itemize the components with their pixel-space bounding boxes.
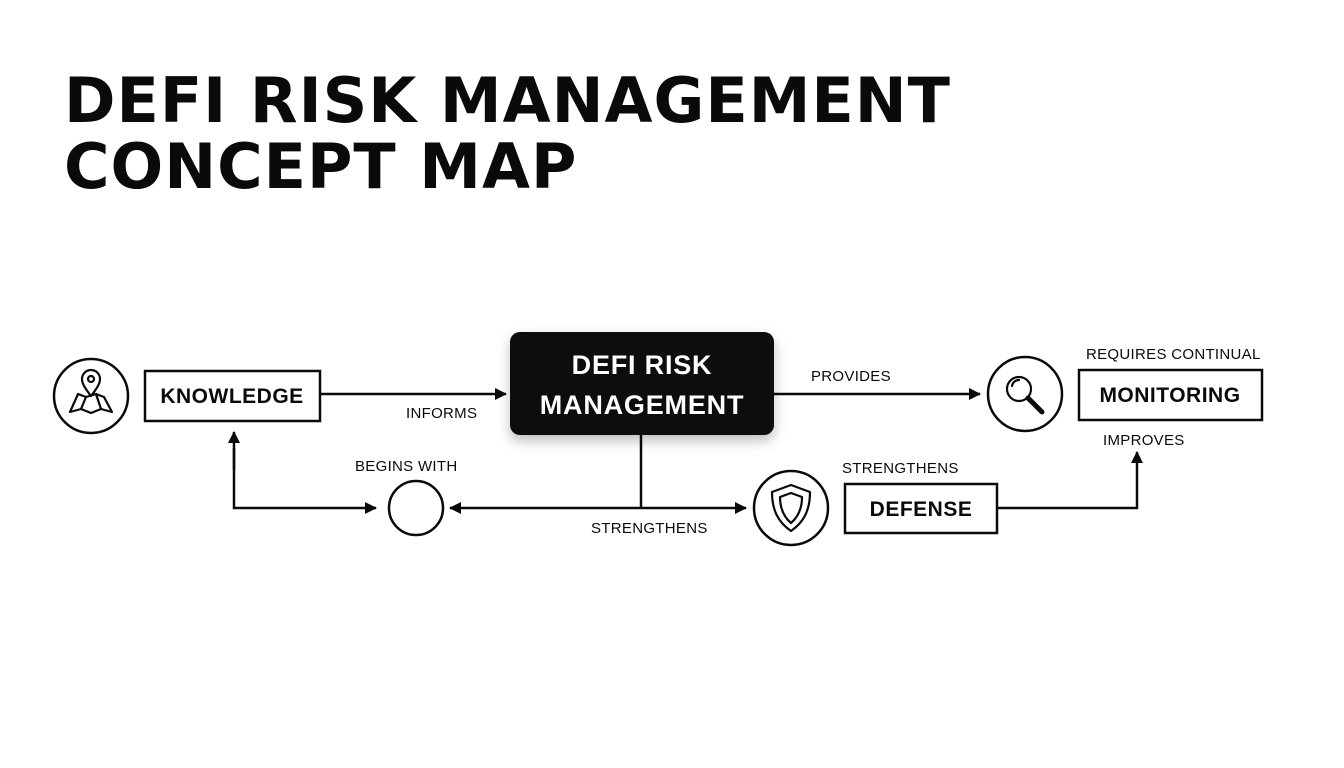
edge-label-requires-continual: REQUIRES CONTINUAL — [1086, 346, 1261, 363]
knowledge-node: KNOWLEDGE — [52, 357, 322, 435]
shield-icon — [770, 483, 812, 533]
defense-icon-circle — [752, 469, 830, 547]
center-node-box — [510, 332, 774, 435]
center-node-label-line-2: MANAGEMENT — [540, 390, 745, 420]
edge-label-begins-with: BEGINS WITH — [355, 458, 457, 475]
monitoring-icon-circle — [986, 355, 1064, 433]
magnifier-icon — [1005, 375, 1045, 415]
page-title-line-2: CONCEPT MAP — [64, 130, 578, 203]
edge-label-improves: IMPROVES — [1103, 432, 1185, 449]
start-node-circle — [387, 479, 445, 537]
edge-label-strengthens-bottom: STRENGTHENS — [591, 520, 708, 537]
knowledge-label: KNOWLEDGE — [160, 385, 303, 408]
edge-begins-with-line — [232, 448, 377, 514]
edge-label-provides: PROVIDES — [811, 368, 891, 385]
defense-label: DEFENSE — [870, 498, 973, 521]
center-node-label-line-1: DEFI RISK — [572, 350, 713, 380]
edge-label-strengthens-right: STRENGTHENS — [842, 460, 959, 477]
center-node: DEFI RISK MANAGEMENT — [510, 332, 774, 435]
monitoring-label: MONITORING — [1099, 384, 1240, 407]
knowledge-box — [143, 369, 322, 423]
edge-improves-line — [997, 451, 1143, 510]
defense-node: DEFENSE — [752, 469, 999, 547]
monitoring-box — [1077, 368, 1264, 422]
map-pin-icon — [68, 368, 114, 415]
monitoring-node: MONITORING — [986, 355, 1264, 433]
edge-label-informs: INFORMS — [406, 405, 477, 422]
page-title-line-1: DEFI RISK MANAGEMENT — [64, 64, 951, 137]
defense-box — [843, 482, 999, 535]
